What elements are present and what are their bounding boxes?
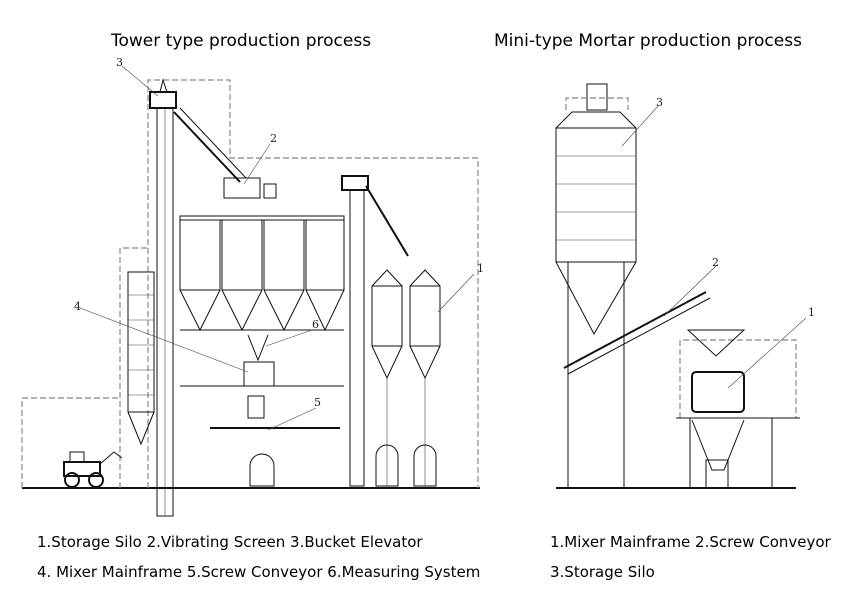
callout-3: 3 xyxy=(116,56,123,69)
callout-1: 1 xyxy=(477,262,484,275)
callout-line-5 xyxy=(267,407,317,431)
second-elevator xyxy=(349,189,365,487)
loader-wheel-rear xyxy=(64,472,80,488)
mini-callout-1: 1 xyxy=(808,306,815,319)
callout-5: 5 xyxy=(314,396,321,409)
mini-screw-conveyor xyxy=(563,291,711,375)
silo-roof xyxy=(555,111,637,129)
storage-silo-cones xyxy=(371,345,441,380)
building-annex-left xyxy=(119,247,148,488)
bucket-elevator xyxy=(149,78,177,517)
mini-legend-line-2: 3.Storage Silo xyxy=(550,563,655,581)
mini-process-title: Mini-type Mortar production process xyxy=(494,31,802,51)
callout-6: 6 xyxy=(312,318,319,331)
silo-legs xyxy=(567,262,625,488)
mixer-mainframe xyxy=(243,361,275,387)
tower-legend-line-1: 1.Storage Silo 2.Vibrating Screen 3.Buck… xyxy=(37,533,423,551)
screw-conveyor-top xyxy=(563,291,707,369)
mixer-outlet xyxy=(247,395,265,419)
loader-arm xyxy=(99,451,123,465)
mini-plant xyxy=(555,83,807,489)
left-silo-cone xyxy=(127,411,155,446)
inclined-conveyor-upper-rail xyxy=(179,107,247,179)
left-silo-body xyxy=(127,271,155,413)
upper-silos xyxy=(179,215,345,332)
silo-cones xyxy=(179,289,345,332)
arch-door xyxy=(249,453,275,487)
packing-machine xyxy=(705,459,729,489)
mini-callout-line-1 xyxy=(727,317,807,389)
silo-dust-collector xyxy=(586,83,608,111)
tower-plant xyxy=(21,65,480,517)
callout-line-3 xyxy=(121,65,159,97)
inclined-conveyor-upper xyxy=(173,111,241,183)
mixer-outlet-cone xyxy=(691,419,745,471)
building-annex-far-left xyxy=(21,397,120,488)
screw-conveyor-bottom xyxy=(567,297,711,375)
tower-process-title: Tower type production process xyxy=(111,31,372,51)
elevator-head xyxy=(149,91,177,109)
silo-top-platform xyxy=(179,215,345,221)
callout-line-6 xyxy=(265,329,313,347)
mixer-hopper xyxy=(686,329,746,357)
silo-cone xyxy=(555,261,637,336)
mini-callout-2: 2 xyxy=(712,256,719,269)
callout-line-2 xyxy=(243,143,271,185)
callout-4: 4 xyxy=(74,300,81,313)
mini-legend-line-1: 1.Mixer Mainframe 2.Screw Conveyor xyxy=(550,533,831,551)
screen-hopper xyxy=(263,183,277,199)
callout-line-4 xyxy=(79,307,249,373)
callout-line-1 xyxy=(437,273,475,313)
silo-b xyxy=(221,219,263,291)
elevator-top xyxy=(159,78,168,93)
wheel-loader xyxy=(63,451,123,488)
measuring-hopper xyxy=(247,334,269,362)
silo-a xyxy=(179,219,221,291)
storage-silos xyxy=(371,269,441,487)
storage-silo-b xyxy=(409,285,441,347)
silo-roof-rail xyxy=(565,97,629,110)
packing-units xyxy=(375,444,437,487)
mini-mixer-mainframe xyxy=(691,371,745,413)
building-outline xyxy=(147,79,479,488)
mini-callout-line-3 xyxy=(621,105,659,147)
mini-storage-silo xyxy=(555,83,637,488)
silo-cylinder xyxy=(555,127,637,263)
mixer-building xyxy=(679,339,797,418)
loader-cab xyxy=(69,451,85,463)
loader-wheel-front xyxy=(88,472,104,488)
storage-silo-roofs xyxy=(371,269,441,287)
mini-callout-3: 3 xyxy=(656,96,663,109)
tower-legend-line-2: 4. Mixer Mainframe 5.Screw Conveyor 6.Me… xyxy=(37,563,481,581)
silo-d xyxy=(305,219,345,291)
left-silo xyxy=(127,271,155,446)
storage-silo-a xyxy=(371,285,403,347)
callout-2: 2 xyxy=(270,132,277,145)
vibrating-screen xyxy=(223,177,261,199)
mini-callout-line-2 xyxy=(663,265,717,317)
mixer-legs xyxy=(689,418,773,488)
inclined-conveyor-right xyxy=(365,185,409,257)
second-elevator-head xyxy=(341,175,369,191)
silo-c xyxy=(263,219,305,291)
